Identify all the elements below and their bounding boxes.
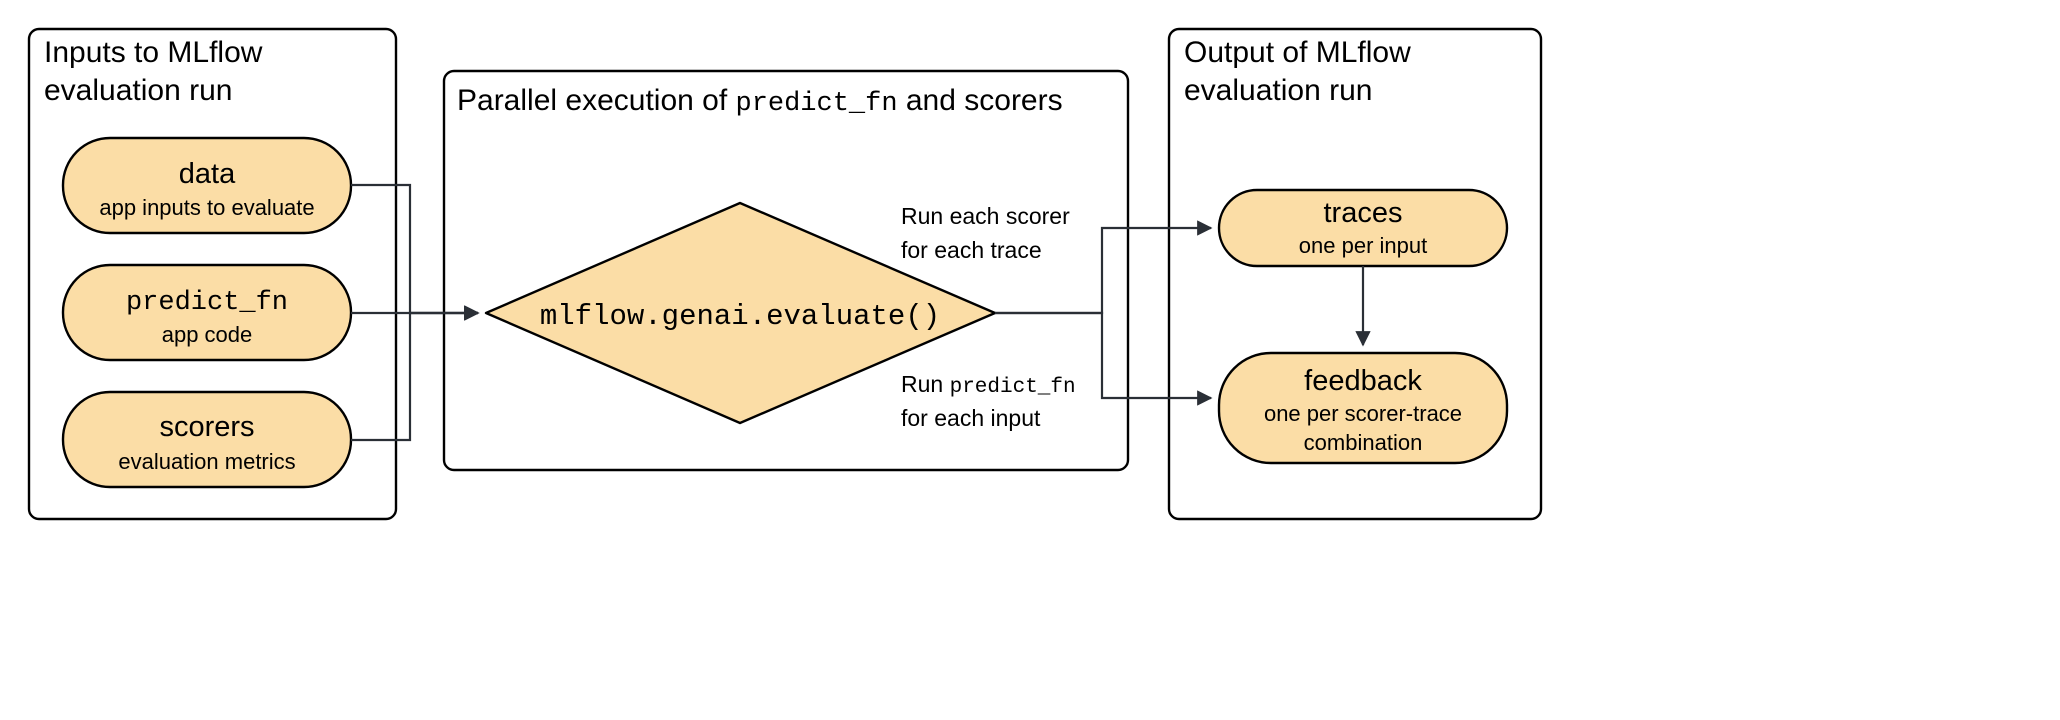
node-feedback[interactable]: feedback one per scorer-trace combinatio…	[1217, 351, 1509, 465]
node-data-subtitle: app inputs to evaluate	[99, 195, 314, 220]
node-feedback-subtitle-line2: combination	[1304, 430, 1423, 455]
edge-label-bottom-line2: for each input	[901, 405, 1041, 431]
node-feedback-shape[interactable]	[1217, 351, 1509, 465]
node-feedback-title: feedback	[1304, 365, 1422, 397]
panel-inputs-title-line2: evaluation run	[44, 74, 232, 107]
panel-parallel-title: Parallel execution of predict_fn and sco…	[457, 84, 1063, 119]
edge-label-top-line2: for each trace	[901, 237, 1042, 263]
node-evaluate-label: mlflow.genai.evaluate()	[540, 300, 940, 333]
node-scorers-subtitle: evaluation metrics	[118, 449, 295, 474]
panel-parallel-execution: Parallel execution of predict_fn and sco…	[442, 69, 1130, 472]
node-data[interactable]: data app inputs to evaluate	[61, 136, 353, 235]
node-evaluate-diamond-shape[interactable]	[484, 201, 997, 425]
panel-parallel-title-part2: and scorers	[898, 84, 1063, 117]
node-traces-subtitle: one per input	[1299, 233, 1427, 258]
edge-evaluate-to-feedback	[995, 311, 1213, 406]
panel-parallel-title-part1: Parallel execution of	[457, 84, 736, 117]
node-scorers[interactable]: scorers evaluation metrics	[61, 390, 353, 489]
node-traces[interactable]: traces one per input	[1217, 188, 1509, 268]
edge-label-run-predict-fn: Run predict_fn for each input	[901, 371, 1076, 431]
panel-parallel-title-mono: predict_fn	[736, 89, 898, 119]
panel-output: Output of MLflow evaluation run traces o…	[1167, 27, 1543, 521]
panel-inputs-title-line1: Inputs to MLflow	[44, 36, 263, 69]
node-evaluate-process[interactable]: mlflow.genai.evaluate()	[484, 201, 997, 425]
panel-output-title-line1: Output of MLflow	[1184, 36, 1411, 69]
node-feedback-subtitle-line1: one per scorer-trace	[1264, 401, 1462, 426]
node-data-title: data	[179, 158, 236, 190]
edge-label-bottom-line1: Run predict_fn	[901, 371, 1076, 399]
node-predict-fn-title: predict_fn	[126, 288, 288, 318]
edge-scorers-to-evaluate	[351, 305, 480, 442]
node-predict-fn-subtitle: app code	[162, 322, 253, 347]
panel-output-title-line2: evaluation run	[1184, 74, 1372, 107]
node-traces-title: traces	[1324, 197, 1403, 229]
edge-label-top-line1: Run each scorer	[901, 203, 1070, 229]
edge-label-bottom-line1-pre: Run	[901, 371, 950, 397]
node-predict-fn[interactable]: predict_fn app code	[61, 263, 353, 362]
panel-inputs: Inputs to MLflow evaluation run data app…	[27, 27, 398, 521]
node-scorers-title: scorers	[159, 411, 254, 443]
edge-label-run-each-scorer: Run each scorer for each trace	[901, 203, 1070, 263]
edge-label-bottom-line1-mono: predict_fn	[950, 376, 1076, 399]
